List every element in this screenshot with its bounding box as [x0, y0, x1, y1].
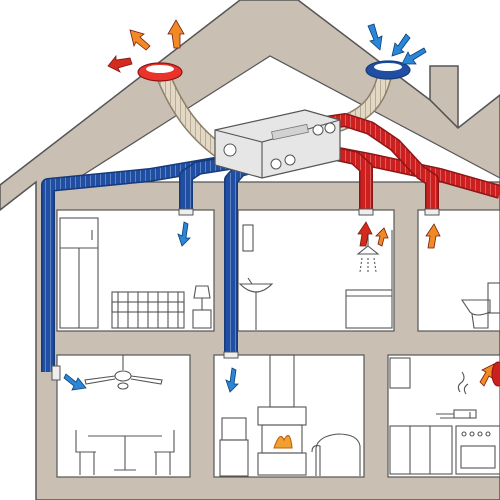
- tv: [219, 417, 249, 477]
- room-airflow-arrows: [63, 221, 495, 393]
- supply-arrow-living: [225, 367, 239, 393]
- dining-table: [88, 435, 162, 471]
- room-bedroom: [56, 209, 215, 332]
- fireplace: [257, 354, 307, 476]
- bathroom-furniture: [238, 224, 393, 330]
- cooktop-with-pan: [436, 371, 477, 419]
- bed: [111, 291, 185, 329]
- dining-chair-left: [75, 430, 96, 475]
- room-living: [213, 354, 365, 478]
- arrow-exhaust-3: [167, 19, 185, 49]
- toilet-furniture: [460, 282, 500, 329]
- vent-dining: [51, 365, 61, 381]
- sink: [238, 277, 274, 330]
- dining-furniture: [75, 355, 175, 475]
- cistern: [487, 282, 500, 314]
- arrow-intake-1: [367, 23, 383, 51]
- vent-living: [223, 351, 239, 359]
- vent-bedroom: [178, 208, 194, 216]
- wardrobe: [59, 217, 99, 329]
- room-kitchen: [387, 354, 500, 478]
- bedroom-furniture: [59, 217, 212, 329]
- nightstand-lamp: [192, 285, 212, 329]
- arrow-exhaust-1: [107, 54, 133, 73]
- extract-arrow-toilet: [425, 223, 441, 249]
- arrow-exhaust-2: [129, 29, 151, 51]
- vent-toilet: [424, 208, 440, 216]
- oven: [455, 425, 500, 475]
- ceiling-fan: [84, 355, 163, 390]
- intake-arrows: [367, 23, 427, 65]
- mirror: [242, 224, 254, 252]
- kitchen-extract-duct: [491, 361, 500, 387]
- wall-cabinet: [389, 357, 411, 389]
- heat-recovery-unit: [214, 109, 341, 179]
- fresh-air-intake: [365, 60, 411, 80]
- arrow-intake-3: [401, 47, 427, 65]
- room-bathroom: [237, 209, 395, 332]
- exhaust-air-outlet: [137, 62, 183, 82]
- armchair: [311, 433, 361, 476]
- kitchen-counter: [389, 425, 453, 475]
- kitchen-furniture: [389, 357, 500, 475]
- supply-arrow-bedroom: [177, 221, 191, 247]
- supply-arrow-dining: [63, 373, 87, 391]
- exhaust-arrows: [107, 19, 185, 73]
- toilet-bowl: [460, 299, 491, 316]
- living-furniture: [219, 354, 361, 477]
- dining-chair-right: [154, 430, 175, 475]
- bathtub-shower: [345, 230, 393, 329]
- arrow-intake-2: [391, 33, 411, 57]
- vent-bathroom: [358, 208, 374, 216]
- vent-terminals: [51, 208, 440, 381]
- extract-arrow-bathroom-2: [375, 227, 389, 247]
- extract-arrow-bathroom: [357, 221, 373, 247]
